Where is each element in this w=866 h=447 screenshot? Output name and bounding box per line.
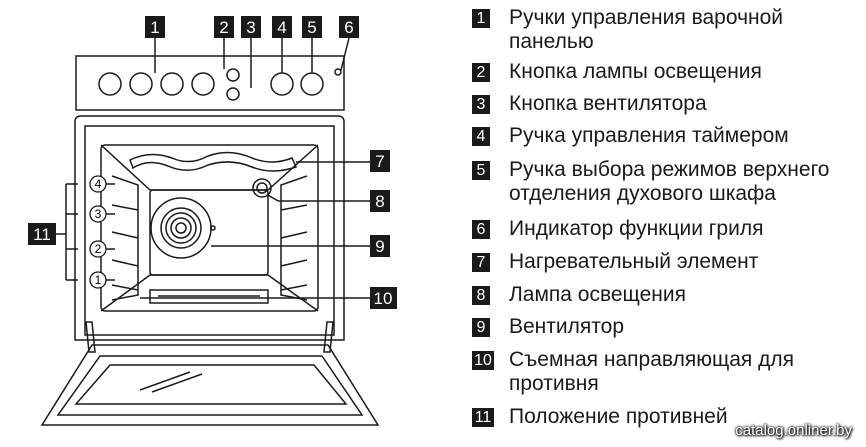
mode-knob <box>300 72 324 96</box>
legend-number: 3 <box>472 95 490 114</box>
bottom-element <box>149 289 269 304</box>
shelf-position-markers <box>89 175 107 289</box>
legend-label: Кнопка лампы освещения <box>509 60 762 83</box>
callout-6: 6 <box>344 18 353 37</box>
callout-1: 1 <box>150 18 159 37</box>
lamp-button <box>226 68 240 82</box>
callout-7: 7 <box>375 152 384 171</box>
oven-door <box>40 344 380 426</box>
legend-number: 9 <box>472 318 490 337</box>
legend-label: Вентилятор <box>509 315 624 338</box>
legend-number: 7 <box>472 253 490 272</box>
hob-knob-2 <box>129 72 153 96</box>
legend-item-2: 2 Кнопка лампы освещения <box>472 60 762 84</box>
watermark: catalog.onliner.by <box>735 422 852 439</box>
shelf-position-1: 1 <box>95 273 102 287</box>
callout-4: 4 <box>277 18 286 37</box>
legend-item-6: 6 Индикатор функции гриля <box>472 217 763 241</box>
legend: 1 Ручки управления варочной панелью 2 Кн… <box>472 0 866 447</box>
legend-item-4: 4 Ручка управления таймером <box>472 124 789 148</box>
legend-item-7: 7 Нагревательный элемент <box>472 250 758 274</box>
legend-item-9: 9 Вентилятор <box>472 315 624 339</box>
legend-number: 4 <box>472 127 490 146</box>
legend-label: Нагревательный элемент <box>509 250 759 273</box>
legend-label: Ручки управления варочной панелью <box>509 6 784 53</box>
right-shelf-rail <box>280 175 308 301</box>
legend-label: Лампа освещения <box>509 283 686 306</box>
oven-diagram: 4 3 2 1 1 2 3 4 5 6 7 8 9 10 11 <box>28 16 397 426</box>
legend-label: Ручка выбора режимов верхнего отделения … <box>509 158 830 205</box>
shelf-position-3: 3 <box>95 207 102 221</box>
legend-label: Съемная направляющая для противня <box>509 348 794 395</box>
legend-item-10: 10 Съемная направляющая для противня <box>472 348 794 396</box>
callout-10: 10 <box>374 289 393 308</box>
shelf-position-2: 2 <box>95 242 102 256</box>
callout-8: 8 <box>375 192 384 211</box>
hob-knob-4 <box>191 72 215 96</box>
hob-knob-1 <box>98 72 122 96</box>
legend-number: 10 <box>472 351 494 370</box>
callout-9: 9 <box>375 237 384 256</box>
legend-number: 6 <box>472 220 490 239</box>
legend-number: 2 <box>472 63 490 82</box>
timer-knob <box>270 72 294 96</box>
legend-item-11: 11 Положение противней <box>472 405 728 429</box>
legend-label: Положение противней <box>509 405 728 428</box>
left-shelf-rail <box>111 175 139 301</box>
fan-button <box>226 87 240 101</box>
hob-knob-3 <box>160 72 184 96</box>
callout-5: 5 <box>307 18 316 37</box>
fan-cover <box>150 197 212 259</box>
lamp <box>252 178 272 198</box>
legend-number: 1 <box>472 9 490 28</box>
legend-label: Индикатор функции гриля <box>509 217 764 240</box>
callout-2: 2 <box>219 18 228 37</box>
legend-item-1: 1 Ручки управления варочной панелью <box>472 6 783 54</box>
heating-element <box>129 151 298 172</box>
legend-label: Ручка управления таймером <box>509 124 789 147</box>
grill-indicator <box>334 68 342 76</box>
legend-item-3: 3 Кнопка вентилятора <box>472 92 707 116</box>
callout-3: 3 <box>246 18 255 37</box>
legend-item-8: 8 Лампа освещения <box>472 283 686 307</box>
legend-label: Кнопка вентилятора <box>509 92 707 115</box>
control-panel <box>75 55 345 111</box>
legend-number: 8 <box>472 286 490 305</box>
shelf-position-4: 4 <box>95 177 102 191</box>
legend-number: 5 <box>472 161 490 180</box>
legend-number: 11 <box>472 408 494 427</box>
oven-body <box>74 115 345 341</box>
callout-11: 11 <box>33 225 51 244</box>
oven-cavity <box>100 144 319 312</box>
legend-item-5: 5 Ручка выбора режимов верхнего отделени… <box>472 158 829 206</box>
